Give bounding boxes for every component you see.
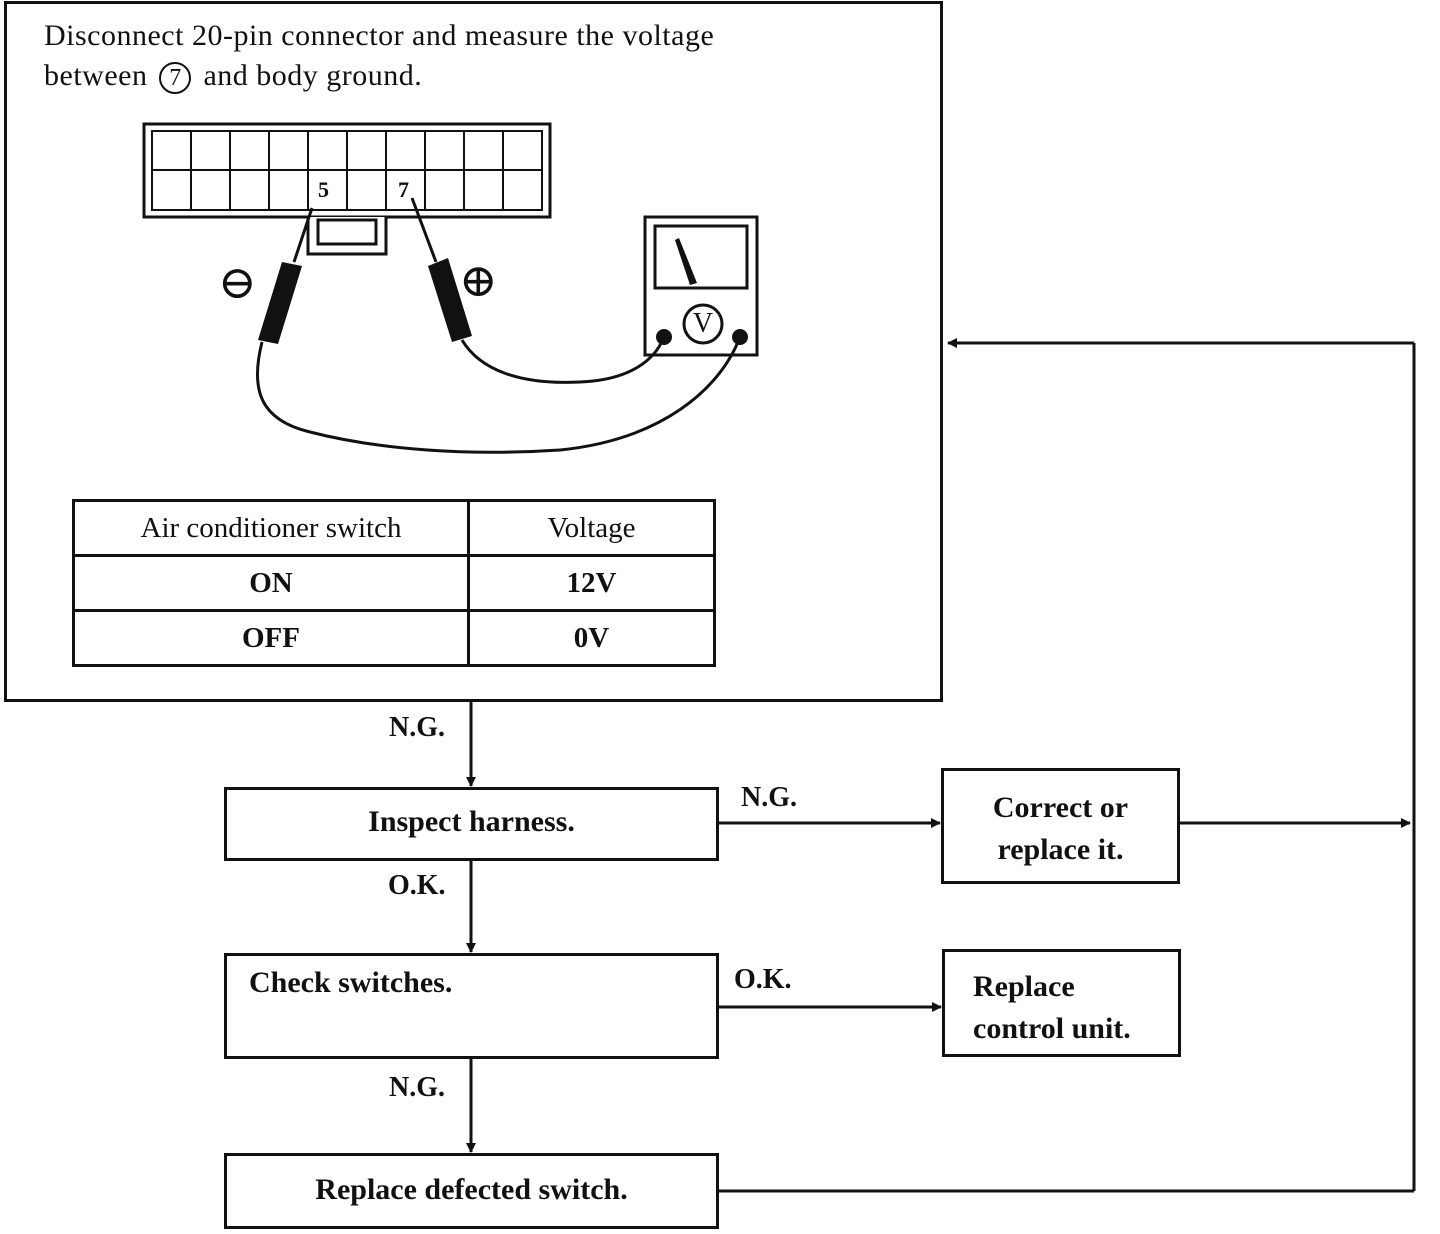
positive-polarity-icon: ⊕ <box>459 255 498 306</box>
table-cell-voltage: 12V <box>467 554 716 612</box>
pin-label-5: 5 <box>318 177 329 202</box>
replace-switch-box: Replace defected switch. <box>224 1153 719 1229</box>
pin-label-7: 7 <box>398 177 409 202</box>
table-header-voltage: Voltage <box>467 499 716 557</box>
table-header-row: Air conditioner switch Voltage <box>72 499 716 557</box>
label-harness-ng: N.G. <box>741 782 797 813</box>
inspect-harness-box: Inspect harness. <box>224 787 719 861</box>
replace-switch-text: Replace defected switch. <box>315 1173 628 1206</box>
table-row: ON 12V <box>72 554 716 612</box>
label-switches-ng: N.G. <box>389 1072 445 1103</box>
label-panel-ng: N.G. <box>389 712 445 743</box>
positive-probe <box>410 197 472 342</box>
check-switches-text: Check switches. <box>249 966 453 999</box>
voltage-table: Air conditioner switch Voltage ON 12V OF… <box>72 499 716 667</box>
correct-replace-box: Correct or replace it. <box>941 768 1180 884</box>
label-switches-ok: O.K. <box>734 964 792 995</box>
replace-control-unit-line-2: control unit. <box>973 1012 1131 1045</box>
replace-control-unit-box: Replace control unit. <box>942 949 1181 1057</box>
pin-number-circle: 7 <box>159 62 192 95</box>
meter-needle <box>675 238 697 285</box>
replace-control-unit-text: Replace control unit. <box>973 966 1131 1050</box>
instruction-line-2: between 7 and body ground. <box>44 56 714 96</box>
table-cell-switch: ON <box>72 554 470 612</box>
correct-replace-line-2: replace it. <box>997 833 1124 866</box>
instruction-line-1: Disconnect 20-pin connector and measure … <box>44 19 715 52</box>
voltmeter <box>643 215 759 357</box>
instruction-text: Disconnect 20-pin connector and measure … <box>44 16 714 96</box>
table-header-switch: Air conditioner switch <box>72 499 470 557</box>
connector-20-pin <box>142 122 552 256</box>
replace-control-unit-line-1: Replace <box>973 970 1075 1003</box>
negative-wire <box>255 336 742 454</box>
correct-replace-line-1: Correct or <box>992 791 1129 824</box>
correct-replace-text: Correct or replace it. <box>944 787 1177 871</box>
negative-polarity-icon: ⊖ <box>218 257 257 308</box>
positive-wire <box>460 336 666 384</box>
volt-symbol-circle <box>682 303 724 345</box>
flow-connectors <box>466 338 1416 1193</box>
instruction-line-2-end: and body ground. <box>203 59 423 92</box>
inspect-harness-text: Inspect harness. <box>368 805 575 838</box>
negative-probe <box>258 207 314 344</box>
table-cell-voltage: 0V <box>467 609 716 667</box>
volt-symbol-icon: V <box>692 308 714 339</box>
table-row: OFF 0V <box>72 609 716 667</box>
instruction-line-2-start: between <box>44 59 148 92</box>
check-switches-box: Check switches. <box>224 953 719 1059</box>
label-harness-ok: O.K. <box>388 870 446 901</box>
table-cell-switch: OFF <box>72 609 470 667</box>
